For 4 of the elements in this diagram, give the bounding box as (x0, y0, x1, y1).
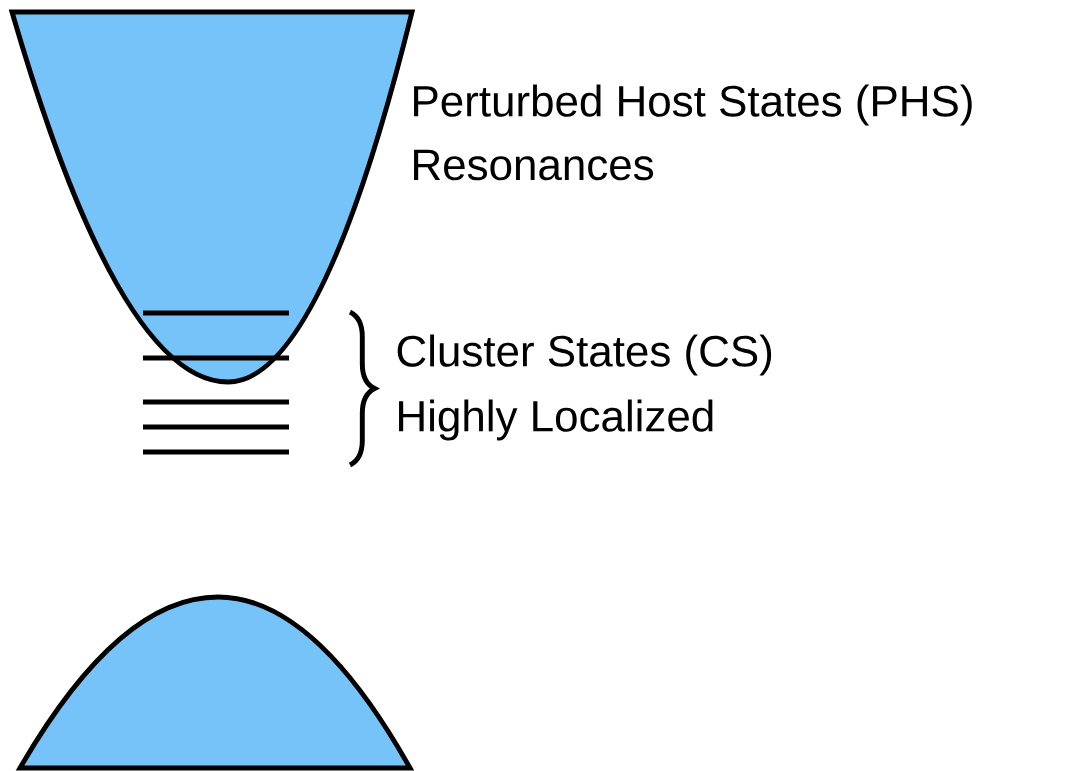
label-text: Perturbed Host States (PHS) (414, 84, 972, 126)
label-text: Cluster States (CS) (397, 334, 772, 376)
label-text: Highly Localized (399, 399, 713, 441)
label-text: Resonances (414, 149, 654, 181)
